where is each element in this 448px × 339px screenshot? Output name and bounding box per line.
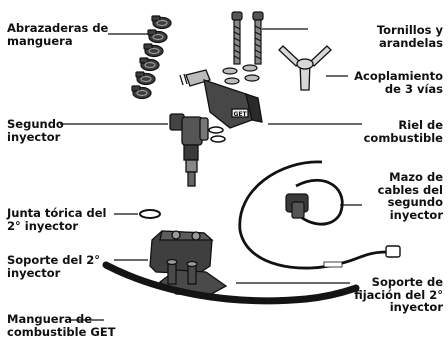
hose-clamps-icon: [131, 15, 172, 100]
label-three-way-coupling: Acoplamiento de 3 vías: [354, 69, 443, 96]
label-wiring-harness: Mazo de cables del segundo inyector: [377, 170, 443, 222]
bracket-icon: [149, 230, 214, 275]
fuel-rail-icon: [179, 69, 263, 129]
fuel-hose-icon: [102, 261, 360, 305]
washers-icon: [222, 64, 260, 85]
leader-lines: [60, 28, 362, 321]
label-bracket: Soporte del 2° inyector: [7, 253, 101, 280]
label-o-ring: Junta tórica del 2° inyector: [7, 206, 107, 233]
label-hose-clamps: Abrazaderas de manguera: [7, 21, 109, 48]
label-second-injector: Segundo inyector: [7, 117, 64, 144]
oring-icon: [139, 209, 161, 219]
label-fuel-hose: Manguera de combustible GET: [7, 312, 116, 339]
three-way-coupling-icon: [278, 45, 332, 91]
screws-icon: [231, 11, 264, 65]
rail-badge: GET: [233, 111, 247, 118]
label-mount-bracket: Soporte de fijación del 2° inyector: [354, 275, 443, 314]
injector-icon: [169, 113, 209, 187]
rail-orings-icon: [208, 126, 226, 143]
label-screws-washers: Tornillos y arandelas: [376, 23, 443, 50]
label-fuel-rail: Riel de combustible: [363, 118, 443, 145]
wiring-harness-icon: [238, 160, 401, 270]
